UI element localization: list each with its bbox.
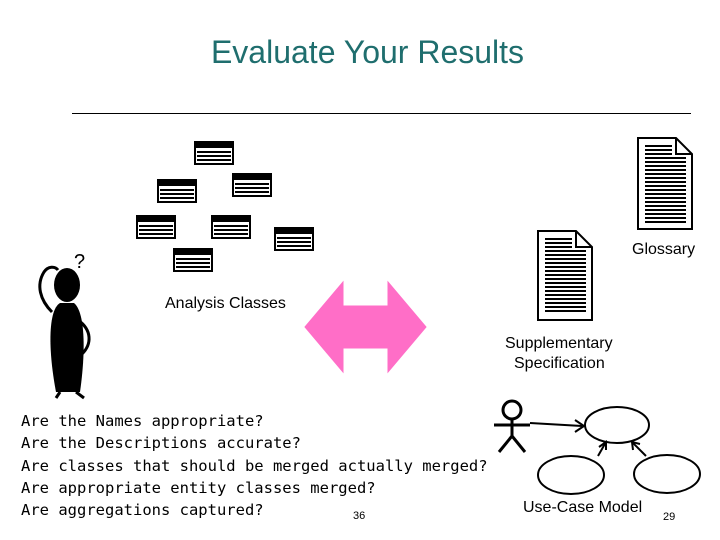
glossary-document-icon [637,137,693,230]
analysis-class-icon-5 [211,215,251,239]
title-underline [72,113,691,114]
question-item: Are the Names appropriate? [21,412,264,430]
use-case-ellipse-left [537,455,605,495]
page-number-left: 36 [353,510,366,522]
question-item: Are aggregations captured? [21,501,264,520]
slide-title: Evaluate Your Results [210,34,525,70]
question-item: Are the Descriptions accurate? [21,434,301,453]
thinking-person-icon [38,265,91,400]
glossary-label: Glossary [632,241,696,258]
review-questions: Are the Names appropriate? Are the Descri… [21,410,488,521]
analysis-classes-label: Analysis Classes [165,295,286,312]
use-case-ellipse-top [584,406,650,444]
analysis-class-icon-1 [194,141,234,165]
analysis-class-icon-4 [136,215,176,239]
question-item: Are classes that should be merged actual… [21,456,488,475]
actor-association-arrow [529,419,586,433]
page-number-right: 29 [663,511,676,523]
question-mark-glyph: ? [74,251,85,273]
supplementary-spec-document-icon [537,230,593,321]
supplementary-spec-label-line2: Specification [514,355,605,372]
analysis-class-icon-7 [173,248,213,272]
use-case-model-label: Use-Case Model [523,499,643,516]
actor-icon [494,399,530,453]
use-case-relation-arrows [597,440,647,457]
use-case-ellipse-right [633,454,701,494]
analysis-class-icon-2 [232,173,272,197]
question-item: Are appropriate entity classes merged? [21,478,376,497]
analysis-class-icon-3 [157,179,197,203]
analysis-class-icon-6 [274,227,314,251]
supplementary-spec-label-line1: Supplementary [505,335,613,352]
double-arrow-icon [304,280,427,374]
